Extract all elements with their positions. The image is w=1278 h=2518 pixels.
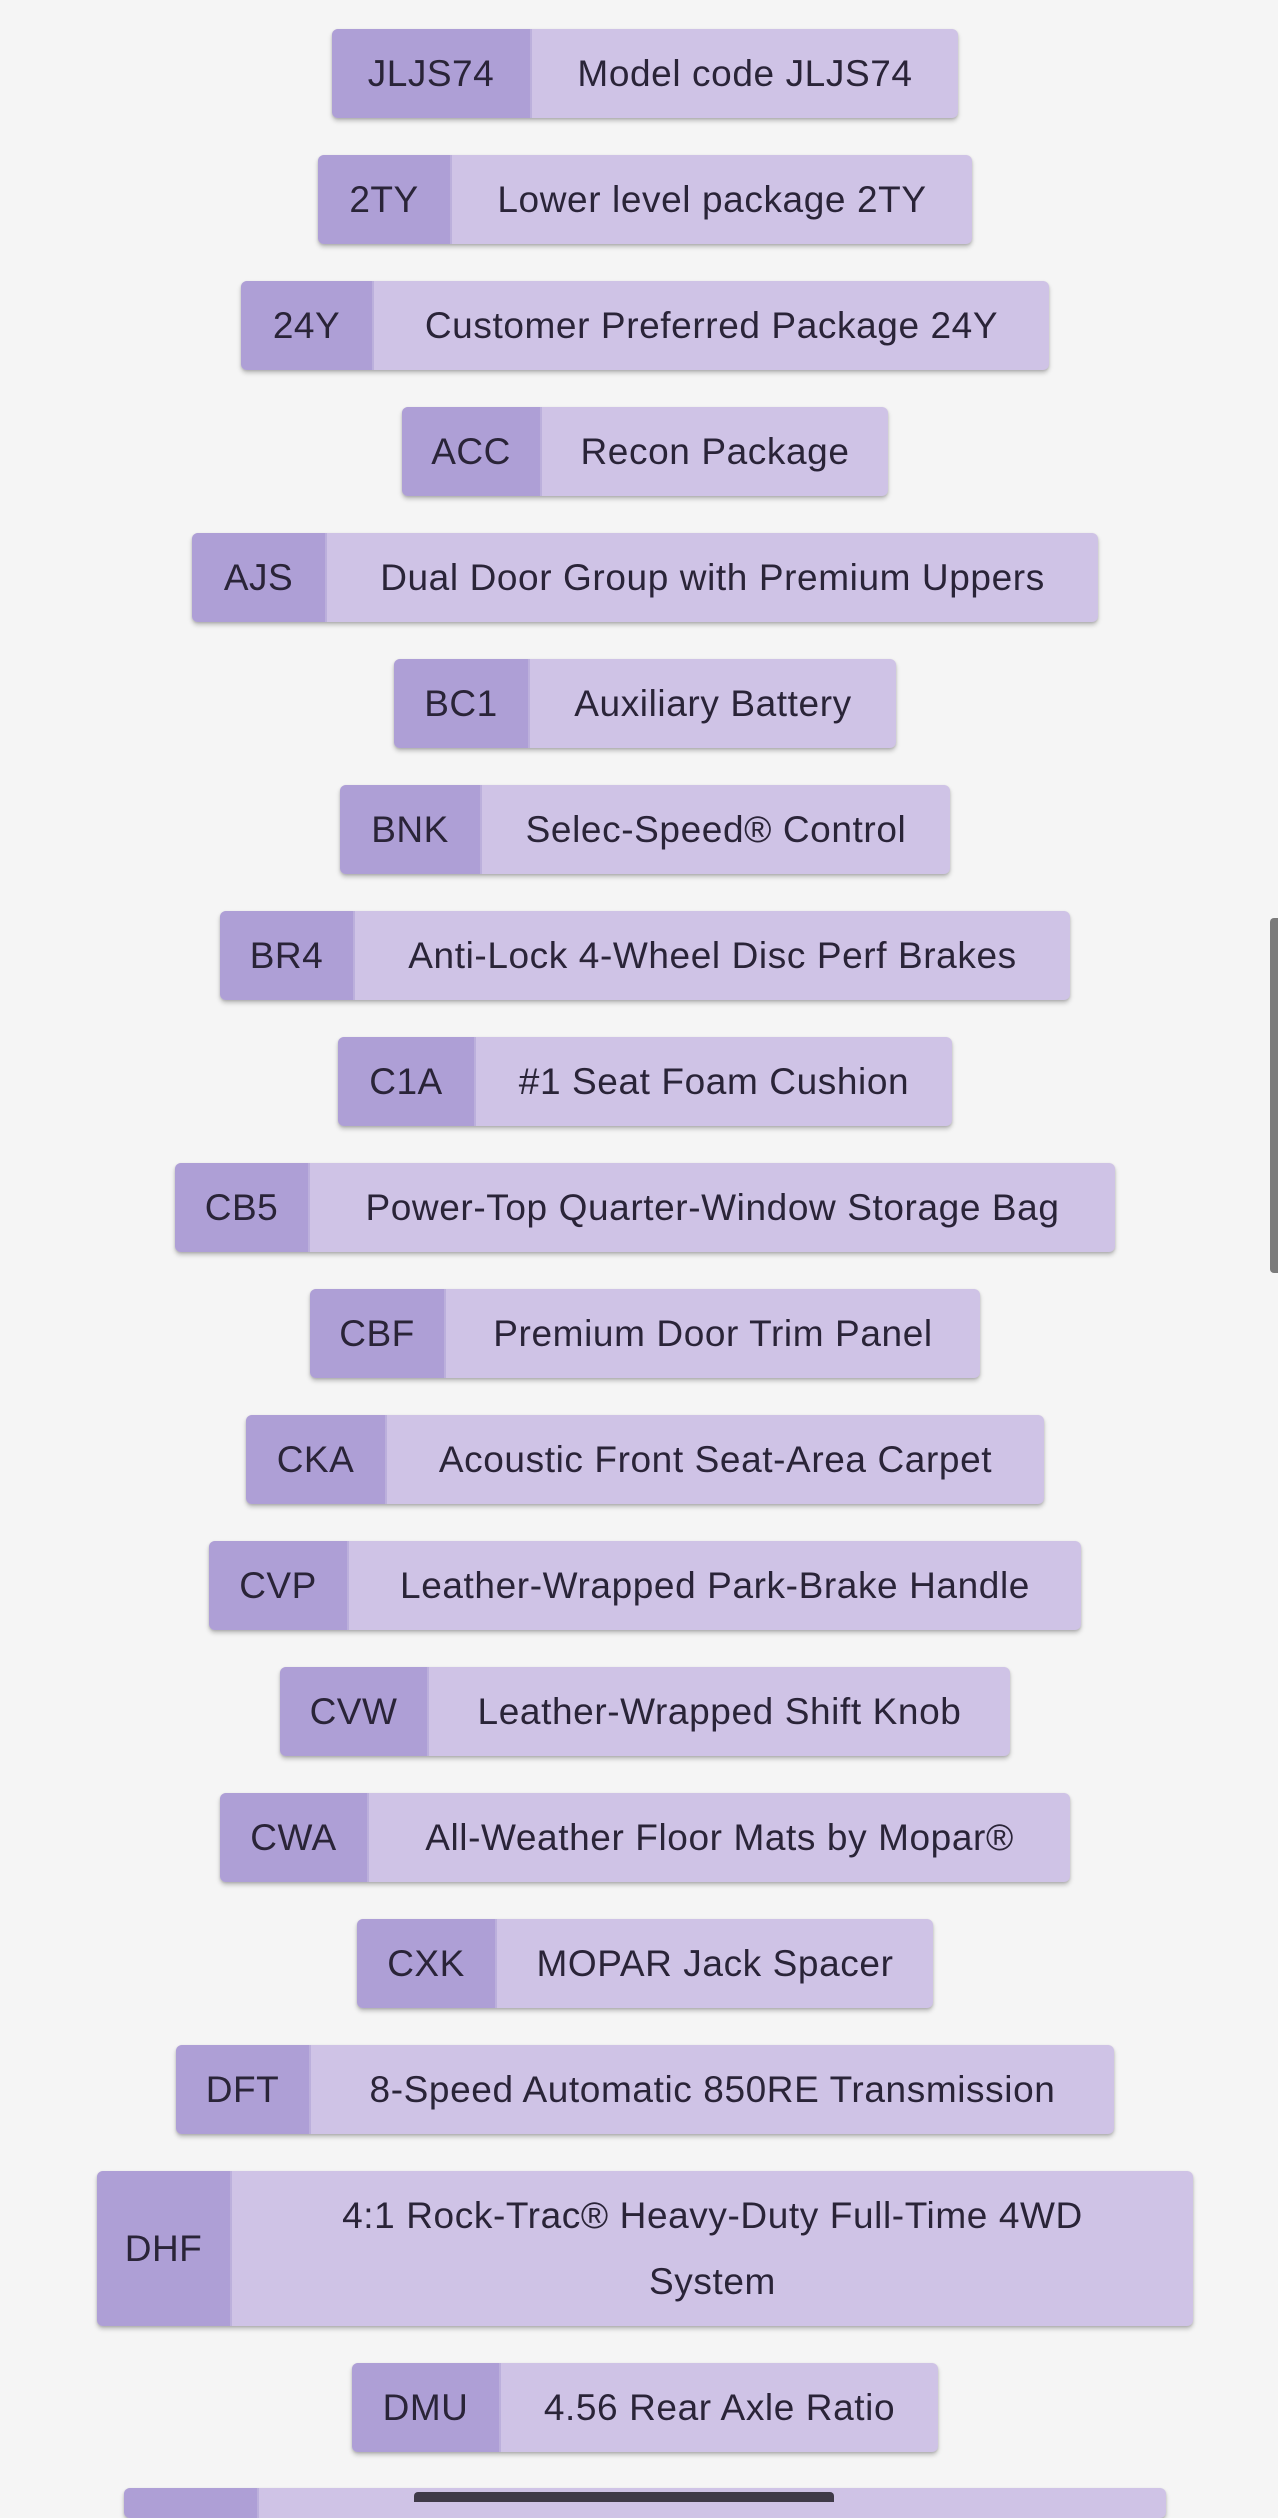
option-description: Power-Top Quarter-Window Storage Bag	[365, 1186, 1060, 1228]
option-chip-dft[interactable]: DFT 8-Speed Automatic 850RE Transmission	[176, 2045, 1114, 2134]
option-code: CVP	[209, 1541, 349, 1630]
option-description: Anti-Lock 4-Wheel Disc Perf Brakes	[408, 934, 1017, 976]
option-chip-jljs74[interactable]: JLJS74 Model code JLJS74	[332, 29, 958, 118]
option-code: AJS	[192, 533, 327, 622]
option-chip-2ty[interactable]: 2TY Lower level package 2TY	[318, 155, 972, 244]
option-chip-cvp[interactable]: CVP Leather-Wrapped Park-Brake Handle	[209, 1541, 1081, 1630]
bottom-handle	[414, 2492, 834, 2502]
option-description: #1 Seat Foam Cushion	[518, 1060, 910, 1102]
option-description: Leather-Wrapped Shift Knob	[477, 1690, 962, 1732]
option-description: Recon Package	[580, 430, 850, 472]
option-chip-cka[interactable]: CKA Acoustic Front Seat-Area Carpet	[246, 1415, 1044, 1504]
option-code: DMU	[352, 2363, 501, 2452]
option-chip-br4[interactable]: BR4 Anti-Lock 4-Wheel Disc Perf Brakes	[220, 911, 1070, 1000]
option-chip-bnk[interactable]: BNK Selec-Speed® Control	[340, 785, 950, 874]
option-chip-cxk[interactable]: CXK MOPAR Jack Spacer	[357, 1919, 933, 2008]
option-code: BC1	[394, 659, 530, 748]
option-code: CBF	[310, 1289, 446, 1378]
option-code: DHF	[97, 2171, 232, 2326]
option-chip-cwa[interactable]: CWA All-Weather Floor Mats by Mopar®	[220, 1793, 1070, 1882]
option-description: 8-Speed Automatic 850RE Transmission	[369, 2068, 1056, 2110]
option-description: Model code JLJS74	[577, 52, 913, 94]
option-description: All-Weather Floor Mats by Mopar®	[425, 1816, 1014, 1858]
option-chip-cbf[interactable]: CBF Premium Door Trim Panel	[310, 1289, 980, 1378]
option-chip-dhf[interactable]: DHF 4:1 Rock-Trac® Heavy-Duty Full-Time …	[97, 2171, 1193, 2326]
option-description: MOPAR Jack Spacer	[536, 1942, 894, 1984]
option-code: BNK	[340, 785, 482, 874]
option-description: Auxiliary Battery	[574, 682, 852, 724]
option-chip-24y[interactable]: 24Y Customer Preferred Package 24Y	[241, 281, 1049, 370]
option-chip-dmu[interactable]: DMU 4.56 Rear Axle Ratio	[352, 2363, 938, 2452]
option-code: BR4	[220, 911, 355, 1000]
option-description: Leather-Wrapped Park-Brake Handle	[400, 1564, 1030, 1606]
option-chip-bc1[interactable]: BC1 Auxiliary Battery	[394, 659, 896, 748]
option-description: Dual Door Group with Premium Uppers	[380, 556, 1045, 598]
option-description: Premium Door Trim Panel	[493, 1312, 933, 1354]
option-code: 2TY	[318, 155, 452, 244]
option-code: CVW	[280, 1667, 429, 1756]
option-chip-cb5[interactable]: CB5 Power-Top Quarter-Window Storage Bag	[175, 1163, 1115, 1252]
option-code: DFT	[176, 2045, 311, 2134]
option-code: CKA	[246, 1415, 387, 1504]
option-code: CB5	[175, 1163, 310, 1252]
option-description: 4.56 Rear Axle Ratio	[543, 2386, 896, 2428]
option-code: CWA	[220, 1793, 369, 1882]
option-code: CXK	[357, 1919, 497, 2008]
scrollbar-thumb[interactable]	[1270, 918, 1278, 1273]
option-chip-cvw[interactable]: CVW Leather-Wrapped Shift Knob	[280, 1667, 1010, 1756]
option-description: Customer Preferred Package 24Y	[424, 304, 999, 346]
option-code: JLJS74	[332, 29, 532, 118]
option-description: Selec-Speed® Control	[525, 808, 907, 850]
option-description: Lower level package 2TY	[497, 178, 927, 220]
option-code: ACC	[402, 407, 542, 496]
option-description: Acoustic Front Seat-Area Carpet	[438, 1438, 993, 1480]
option-description: 4:1 Rock-Trac® Heavy-Duty Full-Time 4WD …	[342, 2194, 1083, 2302]
option-chip-c1a[interactable]: C1A #1 Seat Foam Cushion	[338, 1037, 952, 1126]
option-chip-ajs[interactable]: AJS Dual Door Group with Premium Uppers	[192, 533, 1098, 622]
option-code: C1A	[338, 1037, 476, 1126]
option-code: 24Y	[241, 281, 374, 370]
option-chip-acc[interactable]: ACC Recon Package	[402, 407, 888, 496]
option-code	[124, 2488, 259, 2518]
